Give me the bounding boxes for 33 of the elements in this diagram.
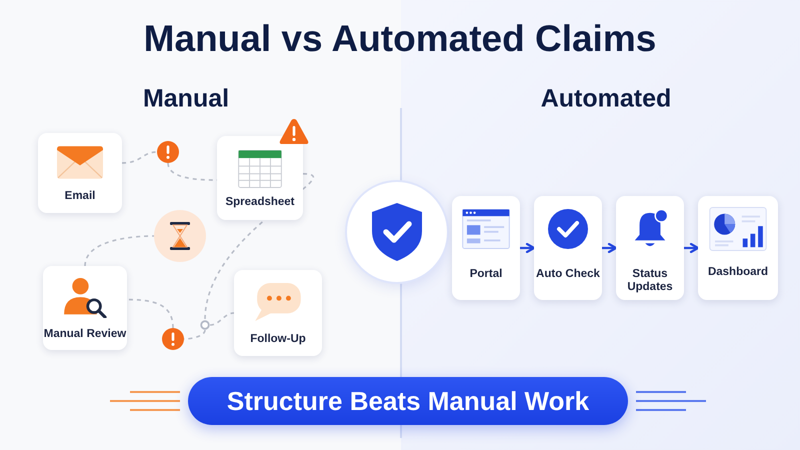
- card-label: Dashboard: [708, 266, 768, 279]
- connector-line: [126, 298, 174, 328]
- alert-icon: [162, 328, 184, 350]
- arrow: [520, 242, 536, 254]
- card-label: Follow-Up: [250, 333, 306, 346]
- step-card: [38, 133, 122, 213]
- title: Manual vs Automated Claims: [144, 18, 656, 59]
- arrow: [602, 242, 618, 254]
- connector-line: [84, 235, 154, 266]
- arrow: [684, 242, 700, 254]
- connector-line: [210, 312, 234, 326]
- step-card: [616, 196, 684, 300]
- card-label: Manual Review: [44, 328, 126, 341]
- connector-line: [184, 330, 206, 340]
- step-card: [452, 196, 520, 300]
- section-heading: Manual: [142, 84, 230, 114]
- step-card: [234, 270, 322, 356]
- card-label: Email: [64, 190, 96, 203]
- hourglass-icon: [154, 210, 206, 262]
- connector-line: [122, 151, 158, 164]
- step-card: [43, 266, 127, 350]
- card-label: Portal: [470, 268, 502, 281]
- step-card: [698, 196, 778, 300]
- alert-icon: [157, 141, 179, 163]
- card-label: Status Updates: [626, 268, 674, 294]
- step-card: [217, 136, 303, 220]
- slogan-banner: Structure Beats Manual Work: [188, 377, 628, 425]
- step-card: [534, 196, 602, 300]
- card-label: Auto Check: [536, 268, 600, 281]
- section-heading: Automated: [540, 84, 672, 114]
- card-label: Spreadsheet: [225, 196, 295, 209]
- connector-line: [204, 173, 314, 320]
- ring-icon: [200, 320, 210, 330]
